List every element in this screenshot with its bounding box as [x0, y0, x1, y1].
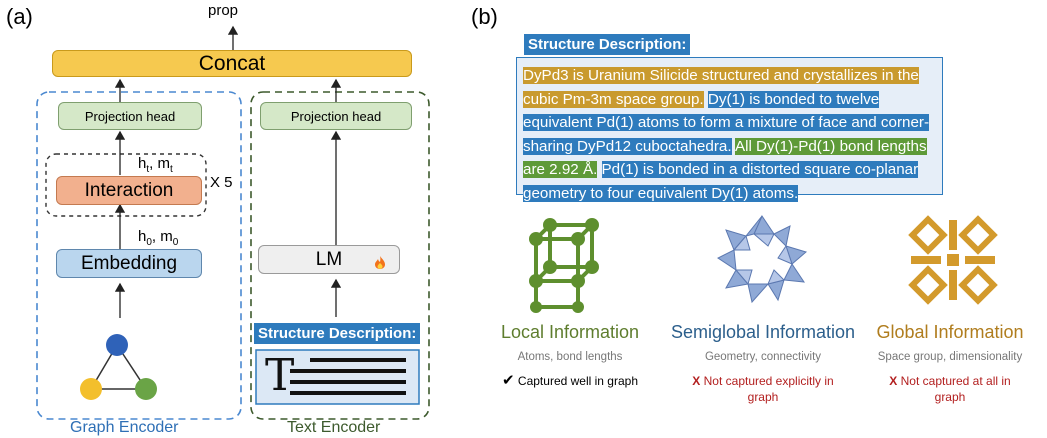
semiglobal-info-status: X Not captured explicitly in graph [692, 374, 834, 404]
semiglobal-info-column: Semiglobal Information Geometry, connect… [663, 322, 863, 405]
global-info-title: Global Information [876, 322, 1024, 342]
panel-a-connectors [36, 25, 430, 420]
global-info-column: Global Information Space group, dimensio… [850, 322, 1047, 405]
cubic-lattice-icon [529, 218, 599, 313]
concat-block: Concat [52, 50, 412, 77]
embedding-block: Embedding [56, 249, 202, 278]
check-icon: ✔ [502, 372, 515, 389]
structure-description-label-b: Structure Description: [524, 34, 691, 55]
local-info-status: ✔ Captured well in graph [502, 372, 638, 389]
lm-block: LM [258, 245, 400, 274]
text-encoder-title: Text Encoder [287, 419, 381, 436]
text-glyph-icon: T [265, 350, 295, 401]
repeat-count-label: X 5 [210, 174, 233, 191]
h0-m0-label: h0, m0 [138, 228, 179, 248]
local-info-column: Local Information Atoms, bond lengths ✔ … [470, 322, 670, 389]
global-info-status: X Not captured at all in graph [889, 374, 1011, 404]
structure-description-label-a: Structure Description: [254, 323, 421, 344]
interaction-block: Interaction [56, 176, 202, 205]
graph-projection-head: Projection head [58, 102, 202, 130]
text-encoder-frame [250, 91, 430, 420]
polyhedra-ring-icon [717, 214, 808, 304]
structure-description-text: DyPd3 is Uranium Silicide structured and… [516, 57, 943, 202]
fire-icon [375, 253, 385, 269]
panel-b-label: (b) [471, 4, 498, 29]
graph-encoder-title: Graph Encoder [70, 419, 179, 436]
ht-mt-label: ht, mt [138, 155, 173, 175]
cross-icon: X [692, 374, 701, 388]
graph-molecule-icon [80, 334, 157, 400]
symmetry-pattern-icon [908, 215, 998, 305]
semiglobal-info-title: Semiglobal Information [670, 322, 856, 342]
prop-output-label: prop [208, 2, 239, 19]
global-info-subtitle: Space group, dimensionality [877, 351, 1023, 363]
cross-icon: X [889, 374, 898, 388]
semiglobal-info-subtitle: Geometry, connectivity [704, 351, 822, 363]
panel-a-label: (a) [6, 4, 33, 29]
local-info-title: Local Information [500, 322, 640, 342]
local-info-subtitle: Atoms, bond lengths [517, 351, 623, 363]
interaction-repeat-frame [45, 153, 207, 217]
graph-encoder-frame [36, 91, 242, 420]
document-lines-icon [255, 349, 420, 405]
text-projection-head: Projection head [260, 102, 412, 130]
